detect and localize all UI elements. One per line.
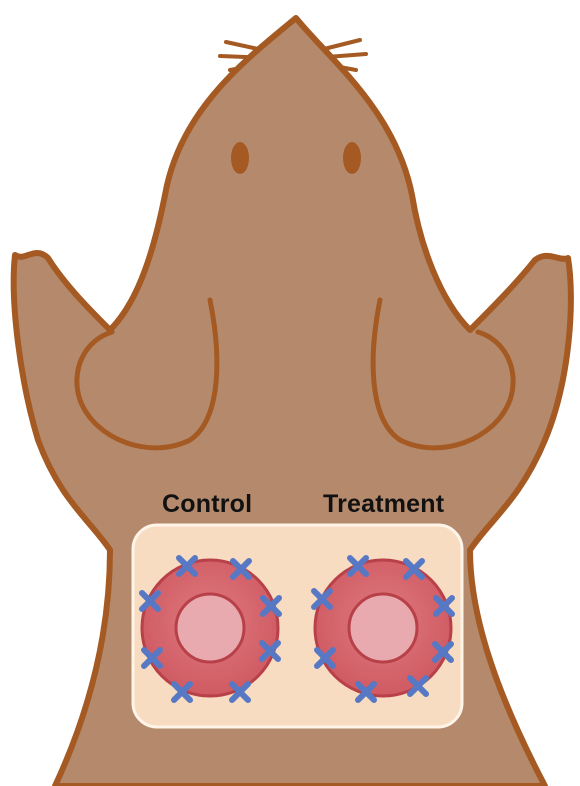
- control-inner-wound: [176, 594, 244, 662]
- right-eye: [343, 142, 361, 174]
- control-wound: [142, 560, 278, 696]
- treatment-inner-wound: [349, 594, 417, 662]
- treatment-wound: [315, 560, 451, 696]
- left-eye: [231, 142, 249, 174]
- control-label: Control: [162, 490, 252, 519]
- treatment-label: Treatment: [323, 490, 444, 519]
